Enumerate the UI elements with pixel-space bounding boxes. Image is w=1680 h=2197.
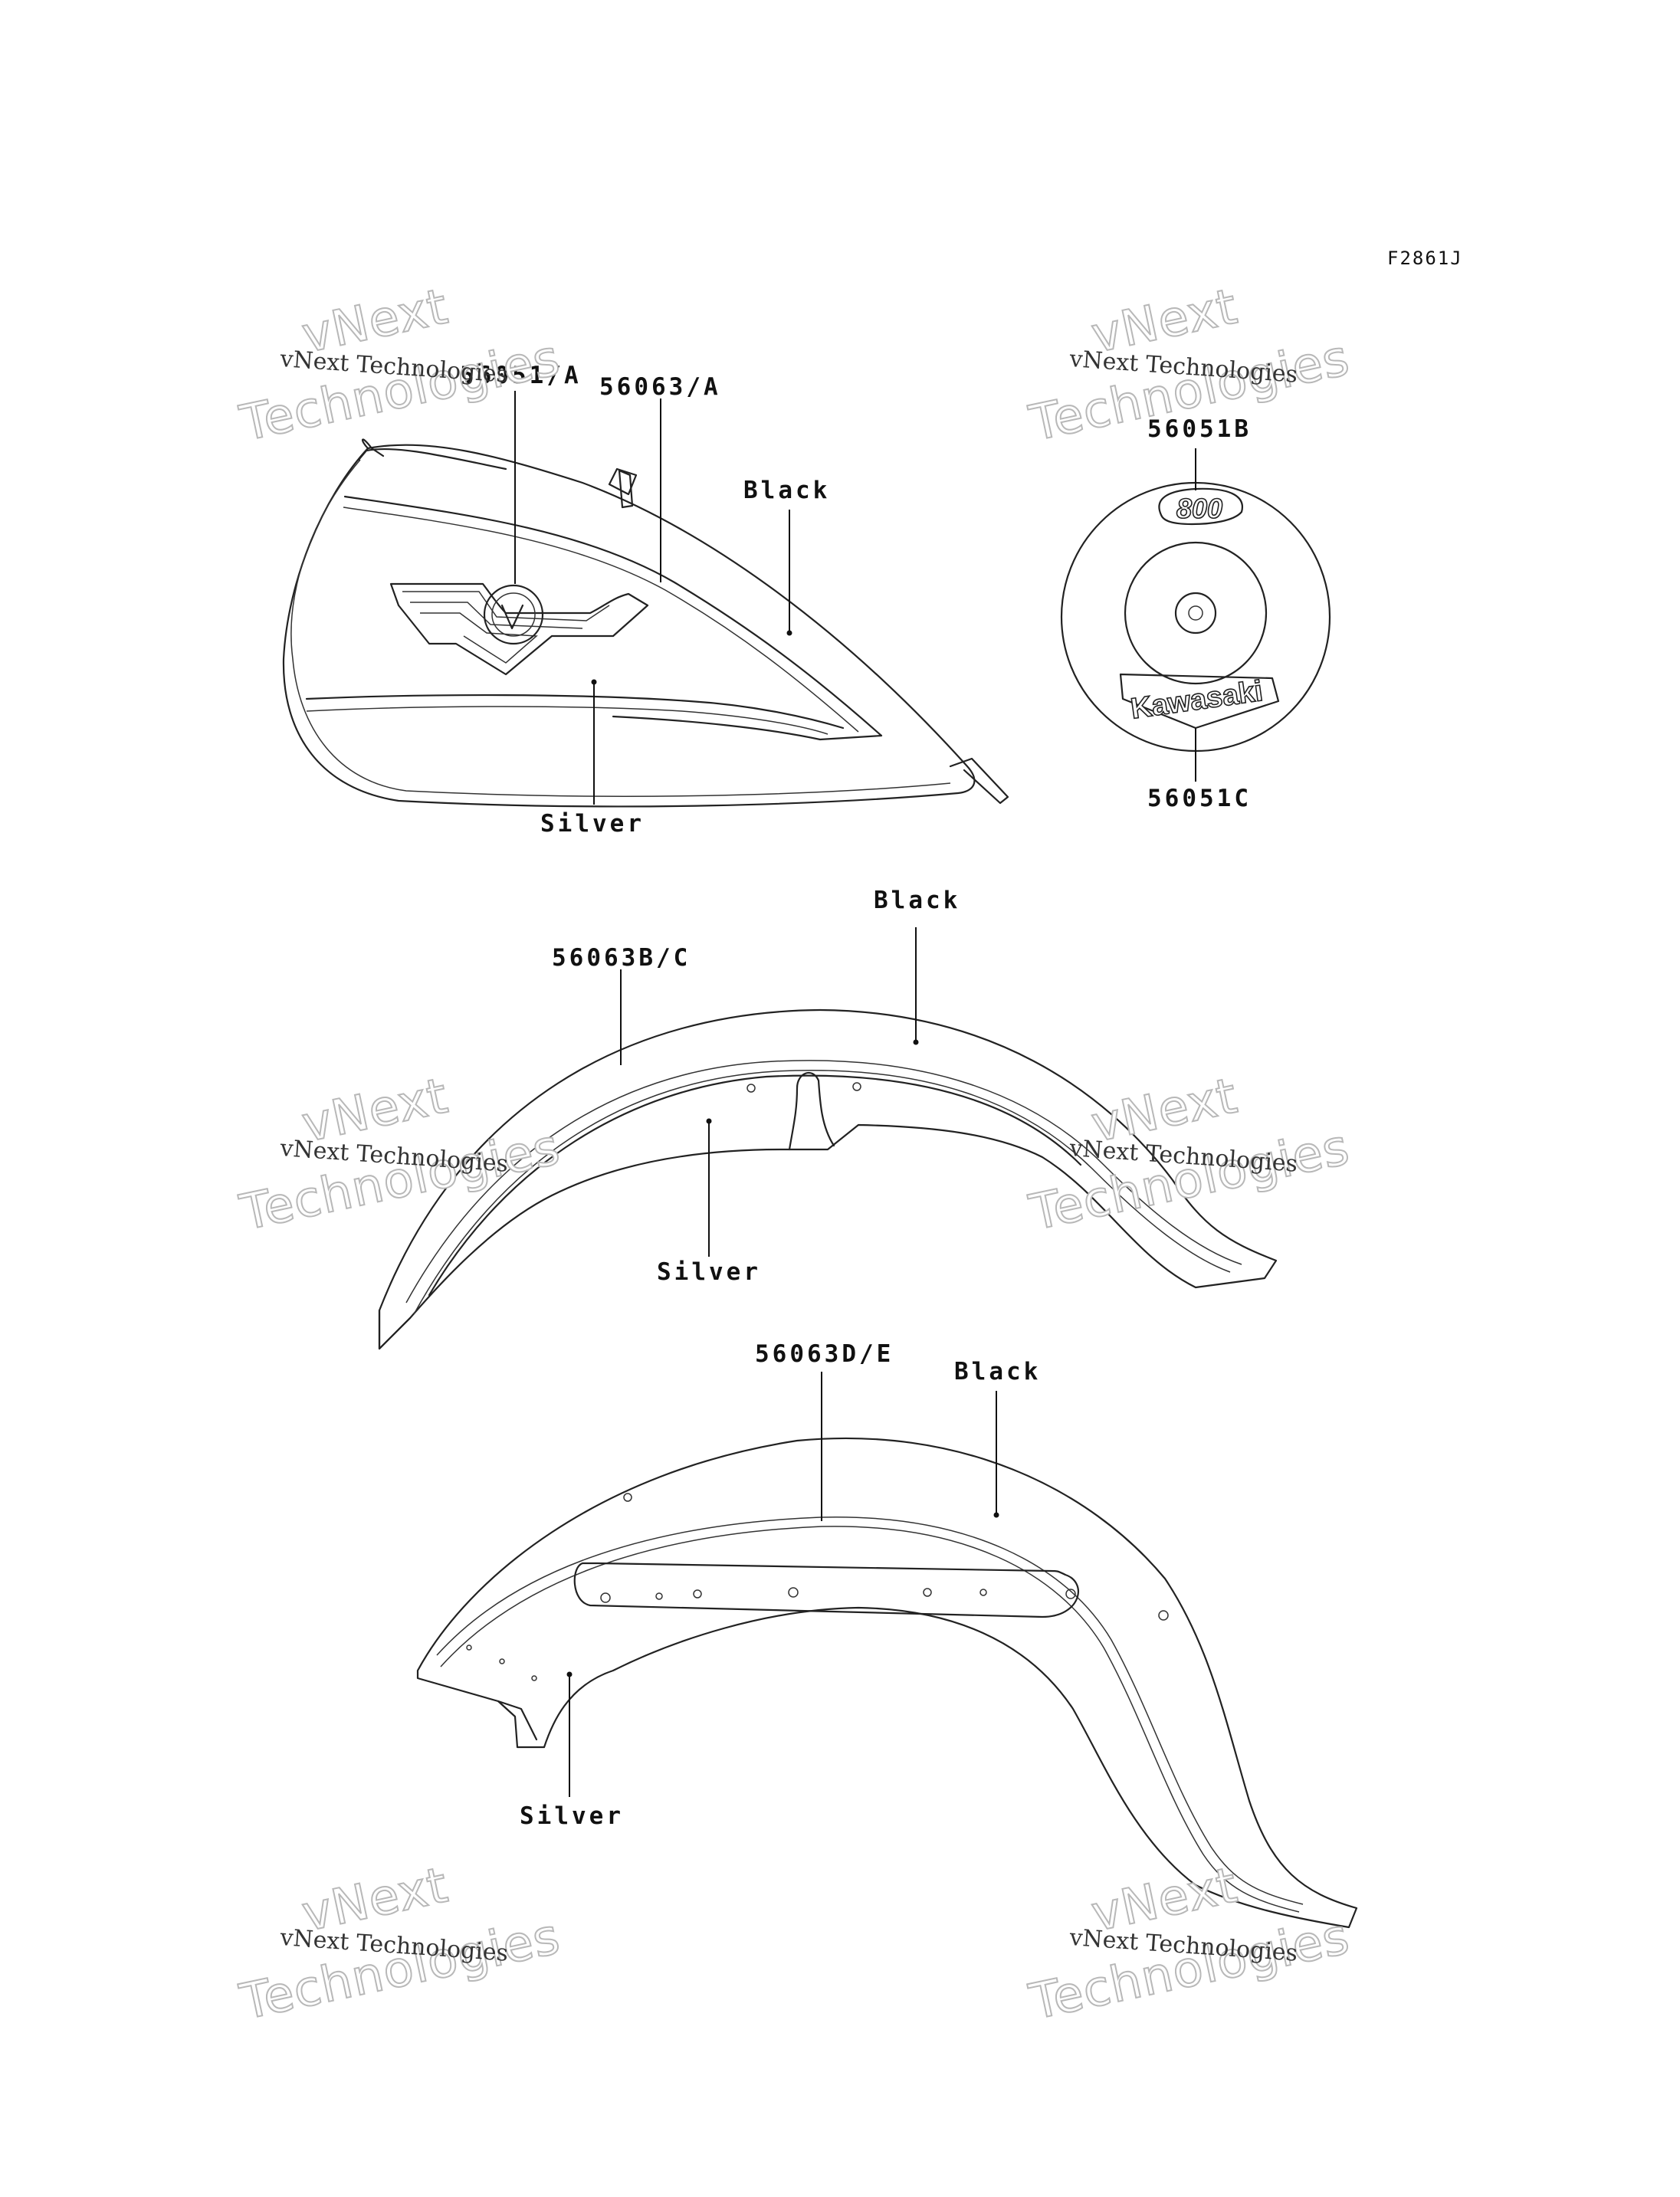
tank-silver-label: Silver <box>540 810 645 838</box>
tank-emblem-part: 56051/A <box>460 362 582 389</box>
watermark: vNext Technologies vNext Technologies vN… <box>235 277 1355 2032</box>
round-cover: 800 Kawasaki 56051B 56051C <box>1060 415 1331 812</box>
rear-fender-black-label: Black <box>954 1358 1041 1385</box>
cover-top-part: 56051B <box>1147 415 1252 443</box>
front-fender-silver-label: Silver <box>657 1258 761 1286</box>
model-logo-icon: 800 <box>1158 487 1243 526</box>
rear-fender-part: 56063D/E <box>755 1340 894 1368</box>
front-fender: 56063B/C Black Silver <box>378 887 1278 1350</box>
front-fender-black-label: Black <box>874 887 960 914</box>
wing-emblem-icon <box>389 582 649 676</box>
figure-code: F2861J <box>1387 248 1463 269</box>
tank-stripe-part: 56063/A <box>599 373 721 401</box>
rear-fender: 56063D/E Black Silver <box>416 1340 1358 1929</box>
kawasaki-logo-icon: Kawasaki <box>1119 673 1280 730</box>
model-logo-text: 800 <box>1176 493 1222 524</box>
cover-bottom-part: 56051C <box>1147 785 1252 812</box>
rear-fender-silver-label: Silver <box>520 1802 624 1830</box>
fuel-tank: 56051/A 56063/A Black Silver <box>282 362 1009 838</box>
kawasaki-logo-text: Kawasaki <box>1129 675 1265 726</box>
tank-black-label: Black <box>743 477 830 504</box>
front-fender-part: 56063B/C <box>552 944 691 972</box>
